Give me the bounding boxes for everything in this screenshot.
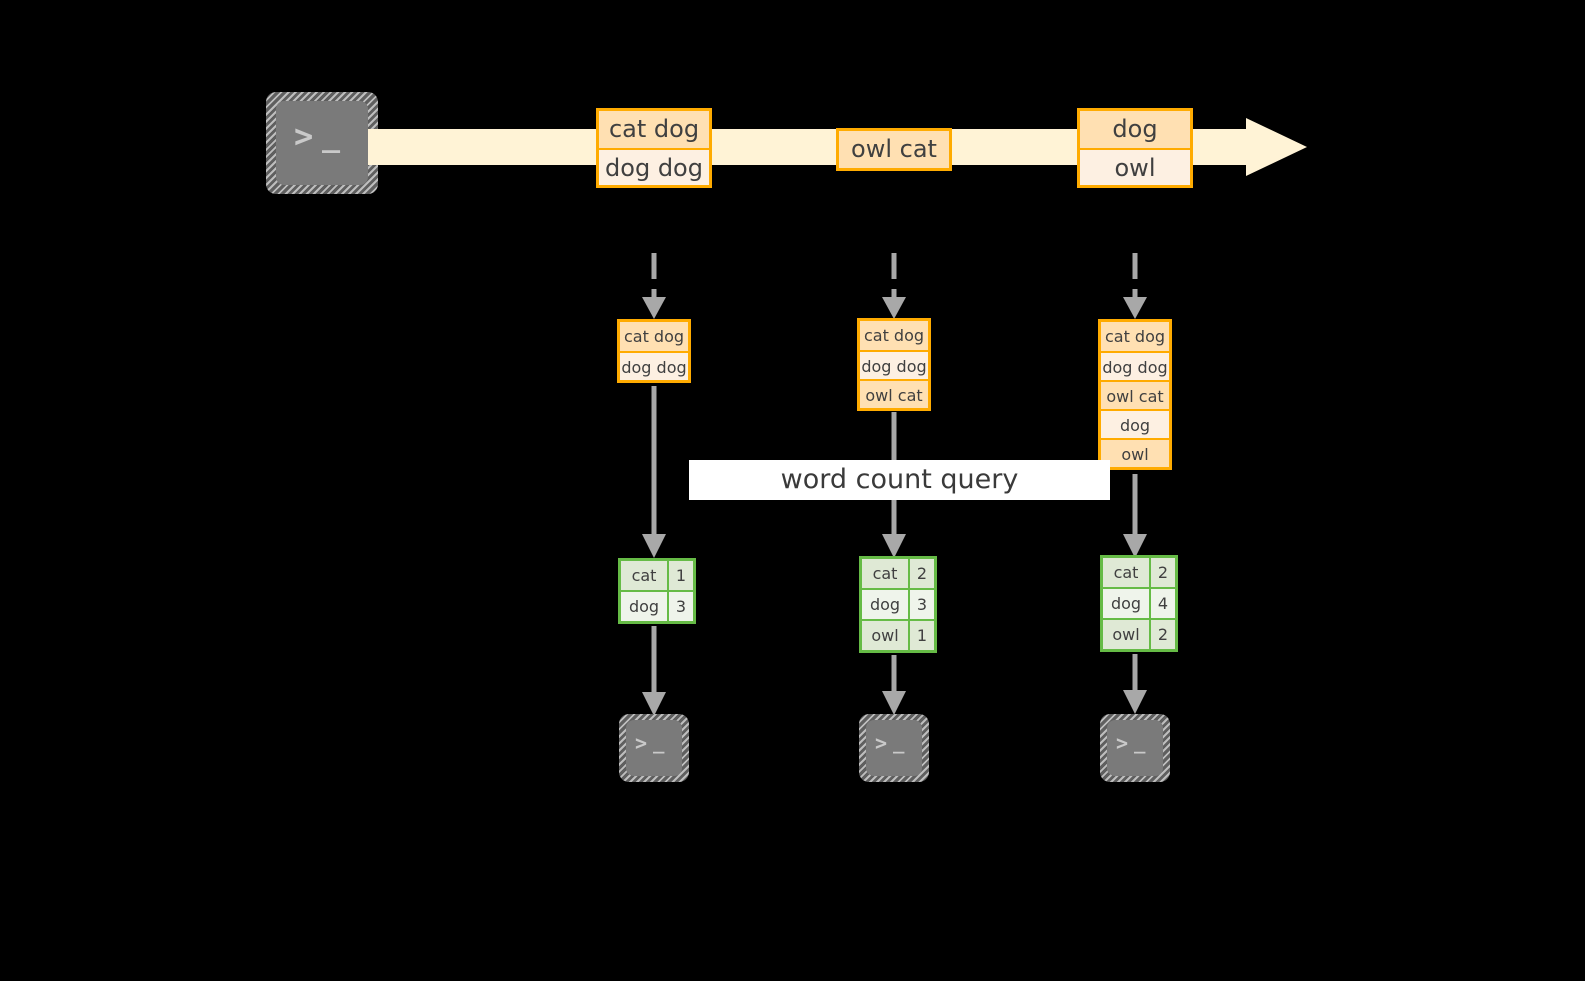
terminal-prompt-icon: > <box>1116 731 1130 755</box>
record-line: owl cat <box>1101 380 1169 409</box>
stream-record-batch-3: dog owl <box>1077 108 1193 188</box>
result-word: owl <box>1112 625 1140 644</box>
result-count: 3 <box>908 590 934 619</box>
query-label-band <box>689 460 1110 500</box>
result-word: dog <box>628 597 660 616</box>
snapshot-1-input-stack: cat dog dog dog <box>617 319 691 383</box>
record-line: cat dog <box>620 322 688 351</box>
query-label: word count query <box>780 464 1019 495</box>
snapshot-3-input-stack: cat dog dog dog owl cat dog owl <box>1098 319 1172 470</box>
terminal-cursor-icon: _ <box>322 119 342 154</box>
snapshot-3-result-table: cat 2 dog 4 owl 2 <box>1100 555 1178 652</box>
terminal-prompt-icon: > <box>635 731 649 755</box>
terminal-body <box>866 720 922 776</box>
sink-arrow-2 <box>880 655 908 717</box>
record-line: owl <box>1080 148 1190 185</box>
record-line: dog dog <box>1101 351 1169 380</box>
table-row: dog 3 <box>621 590 693 621</box>
result-count: 3 <box>667 592 693 621</box>
table-row: cat 2 <box>862 559 934 588</box>
result-word: dog <box>1110 594 1142 613</box>
sink-terminal-icon-3: > _ <box>1100 714 1170 782</box>
result-count: 1 <box>908 621 934 650</box>
sink-terminal-icon-2: > _ <box>859 714 929 782</box>
snapshot-2-result-table: cat 2 dog 3 owl 1 <box>859 556 937 653</box>
terminal-prompt-icon: > <box>875 731 889 755</box>
result-word: dog <box>869 595 901 614</box>
terminal-cursor-icon: _ <box>653 732 666 754</box>
table-row: cat 1 <box>621 561 693 590</box>
record-line: owl cat <box>839 131 949 168</box>
source-terminal-icon: > _ <box>266 92 378 194</box>
record-line: owl cat <box>860 379 928 408</box>
table-row: owl 1 <box>862 619 934 650</box>
terminal-body <box>626 720 682 776</box>
table-row: cat 2 <box>1103 558 1175 587</box>
stream-record-batch-2: owl cat <box>836 128 952 171</box>
record-line: dog dog <box>860 350 928 379</box>
query-arrow-1 <box>640 386 668 560</box>
table-row: dog 3 <box>862 588 934 619</box>
table-row: dog 4 <box>1103 587 1175 618</box>
terminal-cursor-icon: _ <box>1134 732 1147 754</box>
terminal-body <box>276 101 368 185</box>
table-row: owl 2 <box>1103 618 1175 649</box>
dashed-drop-arrow-2 <box>877 253 911 321</box>
record-line: dog <box>1080 111 1190 148</box>
snapshot-2-input-stack: cat dog dog dog owl cat <box>857 318 931 411</box>
result-count: 2 <box>1149 558 1175 587</box>
record-line: dog dog <box>620 351 688 380</box>
result-count: 2 <box>1149 620 1175 649</box>
record-line: cat dog <box>1101 322 1169 351</box>
result-word: cat <box>1113 563 1139 582</box>
record-line: cat dog <box>599 111 709 148</box>
sink-arrow-3 <box>1121 654 1149 716</box>
sink-terminal-icon-1: > _ <box>619 714 689 782</box>
dashed-drop-arrow-1 <box>637 253 671 321</box>
snapshot-1-result-table: cat 1 dog 3 <box>618 558 696 624</box>
result-count: 4 <box>1149 589 1175 618</box>
dashed-drop-arrow-3 <box>1118 253 1152 321</box>
record-line: owl <box>1101 438 1169 467</box>
result-word: cat <box>872 564 898 583</box>
terminal-prompt-icon: > <box>294 117 315 155</box>
result-word: cat <box>631 566 657 585</box>
record-line: cat dog <box>860 321 928 350</box>
result-word: owl <box>871 626 899 645</box>
record-line: dog <box>1101 409 1169 438</box>
query-arrow-3 <box>1121 474 1149 560</box>
terminal-body <box>1107 720 1163 776</box>
record-line: dog dog <box>599 148 709 185</box>
result-count: 1 <box>667 561 693 590</box>
result-count: 2 <box>908 559 934 588</box>
sink-arrow-1 <box>640 626 668 718</box>
stream-record-batch-1: cat dog dog dog <box>596 108 712 188</box>
terminal-cursor-icon: _ <box>893 732 906 754</box>
